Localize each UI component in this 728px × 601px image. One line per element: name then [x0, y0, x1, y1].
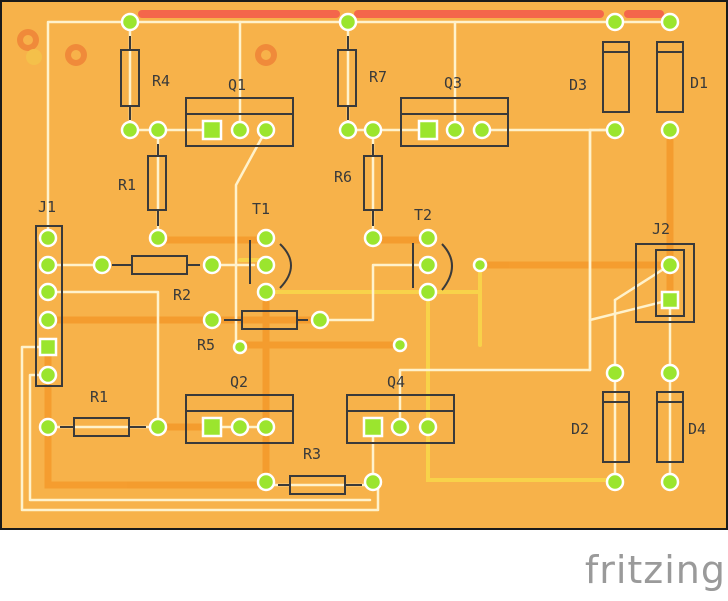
label-r2: R2: [173, 286, 191, 304]
label-r1-bottom: R1: [90, 388, 108, 406]
label-j1: J1: [38, 198, 56, 216]
label-d2: D2: [571, 420, 589, 438]
d4-body: [656, 391, 684, 463]
q1-package: [185, 97, 294, 147]
mounting-marks: [17, 29, 277, 66]
label-j2: J2: [652, 220, 670, 238]
label-q4: Q4: [387, 373, 405, 391]
label-r6: R6: [334, 168, 352, 186]
j2-header-outline: [635, 243, 695, 323]
j1-header-outline: [35, 225, 63, 387]
small-transistor-outlines: [249, 240, 453, 291]
label-q2: Q2: [230, 373, 248, 391]
label-d1: D1: [690, 74, 708, 92]
d2-body: [602, 391, 630, 463]
label-d3: D3: [569, 76, 587, 94]
d3-body: [602, 41, 630, 113]
silkscreen-labels: R4 Q1 R7 Q3 D3 D1 R1 R6 T1 T2 J1 J2 R2 R…: [38, 68, 708, 463]
q3-package: [400, 97, 509, 147]
pcb-view: R4 Q1 R7 Q3 D3 D1 R1 R6 T1 T2 J1 J2 R2 R…: [0, 0, 728, 530]
q4-package: [346, 394, 455, 444]
label-q1: Q1: [228, 76, 246, 94]
transistor-packages: [185, 97, 509, 444]
label-r3: R3: [303, 445, 321, 463]
diode-bodies: [602, 41, 684, 463]
d1-body: [656, 41, 684, 113]
label-r7: R7: [369, 68, 387, 86]
label-d4: D4: [688, 420, 706, 438]
component-pads: [38, 12, 680, 492]
resistor-bodies: [60, 36, 383, 495]
q2-package: [185, 394, 294, 444]
label-t2: T2: [414, 206, 432, 224]
label-t1: T1: [252, 200, 270, 218]
label-r5: R5: [197, 336, 215, 354]
pcb-board-area: R4 Q1 R7 Q3 D3 D1 R1 R6 T1 T2 J1 J2 R2 R…: [0, 0, 728, 530]
fritzing-logo: fritzing: [584, 548, 726, 592]
label-r1-top: R1: [118, 176, 136, 194]
label-r4: R4: [152, 72, 170, 90]
label-q3: Q3: [444, 74, 462, 92]
